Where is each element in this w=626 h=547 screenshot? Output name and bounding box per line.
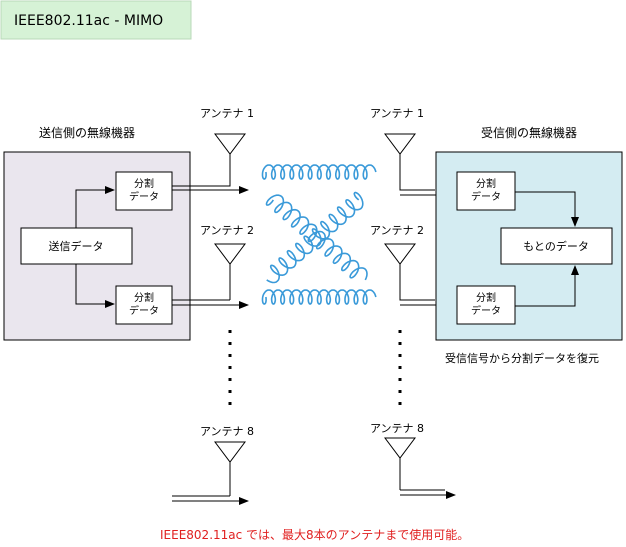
- receiver-connector-top: [515, 191, 579, 227]
- receiver-device: 受信側の無線機器 分割 データ 分割 データ もとのデータ 受信信号から分割デー…: [435, 125, 623, 365]
- receiver-heading: 受信側の無線機器: [481, 125, 577, 140]
- title-background: [0, 0, 192, 40]
- sender-split-box-bottom: [115, 285, 173, 325]
- sender-source-label: 送信データ: [49, 239, 104, 253]
- receiver-antenna-8-icon: [384, 437, 416, 490]
- receiver-connector-bottom: [515, 265, 579, 307]
- wave-top: [261, 164, 377, 180]
- wave-bottom: [261, 289, 377, 305]
- sender-link-8: [172, 496, 248, 501]
- page-title: IEEE802.11ac - MIMO: [14, 13, 163, 29]
- sender-antenna-2-icon: [214, 243, 246, 300]
- sender-link-1: [172, 180, 248, 190]
- receiver-antenna-1: アンテナ 1: [370, 107, 435, 191]
- sender-antenna-8-icon: [214, 441, 246, 496]
- sender-connector-top: [75, 186, 115, 228]
- sender-split-bottom-line1: 分割: [134, 291, 154, 304]
- sender-split-top-line2: データ: [129, 190, 159, 203]
- receiver-antenna-8-label: アンテナ 8: [370, 422, 424, 435]
- receiver-original-label: もとのデータ: [523, 239, 589, 253]
- sender-antenna-2: アンテナ 2: [200, 224, 254, 300]
- receiver-caption: 受信信号から分割データを復元: [445, 351, 599, 365]
- receiver-original-box: [500, 227, 613, 265]
- sender-antenna-1: アンテナ 1: [200, 107, 254, 180]
- wave-diagonal-b: [266, 191, 364, 284]
- sender-link-2: [172, 300, 248, 305]
- receiver-antenna-2-icon: [384, 243, 435, 301]
- title-box: IEEE802.11ac - MIMO: [0, 0, 192, 40]
- receiver-split-box-top: [456, 171, 516, 211]
- sender-split-box-top: [115, 171, 173, 211]
- sender-split-bottom-line2: データ: [129, 304, 159, 317]
- receiver-split-top-line1: 分割: [476, 177, 496, 190]
- sender-connector-bottom: [75, 264, 115, 308]
- receiver-antenna-8: アンテナ 8: [370, 422, 424, 490]
- sender-split-top-line1: 分割: [134, 177, 154, 190]
- sender-antenna-8: アンテナ 8: [200, 425, 254, 496]
- receiver-antenna-2-label: アンテナ 2: [370, 224, 424, 237]
- sender-heading: 送信側の無線機器: [39, 125, 135, 140]
- receiver-split-box-bottom: [456, 285, 516, 325]
- receiver-antenna-1-label: アンテナ 1: [370, 107, 424, 120]
- sender-antenna-1-icon: [214, 133, 246, 180]
- radio-waves: [261, 164, 377, 305]
- receiver-split-bottom-line1: 分割: [476, 291, 496, 304]
- receiver-split-bottom-line2: データ: [471, 304, 501, 317]
- receiver-split-top-line2: データ: [471, 190, 501, 203]
- wave-diagonal-a: [265, 194, 368, 281]
- sender-antenna-8-label: アンテナ 8: [200, 425, 254, 438]
- sender-device: 送信側の無線機器 送信データ 分割 データ 分割 データ: [3, 125, 191, 341]
- receiver-link-8: [400, 490, 455, 495]
- footnote: IEEE802.11ac では、最大8本のアンテナまで使用可能。: [160, 527, 469, 542]
- receiver-antenna-2: アンテナ 2: [370, 224, 435, 301]
- sender-antenna-1-label: アンテナ 1: [200, 107, 254, 120]
- sender-antenna-2-label: アンテナ 2: [200, 224, 254, 237]
- receiver-antenna-1-icon: [384, 133, 435, 191]
